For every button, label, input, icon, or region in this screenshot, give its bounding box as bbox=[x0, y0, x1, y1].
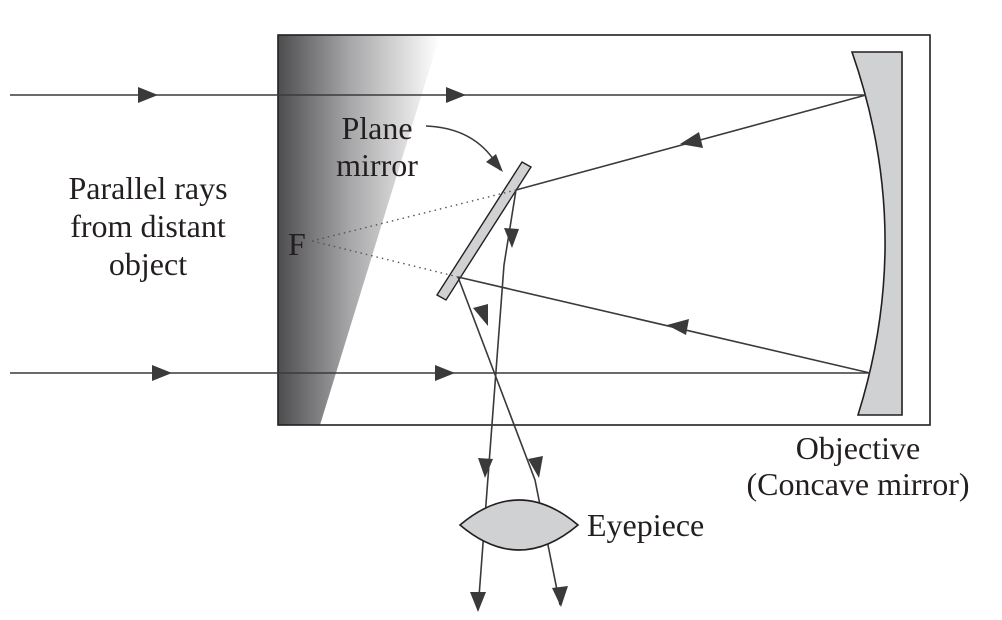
label-incoming-rays-line-2: from distant bbox=[70, 208, 226, 244]
ray-arrowheads bbox=[138, 87, 703, 612]
arrowhead-right-icon bbox=[152, 365, 172, 381]
label-objective-line-2: (Concave mirror) bbox=[746, 466, 969, 502]
label-focus-f: F bbox=[288, 226, 306, 262]
objective-concave-mirror bbox=[850, 51, 903, 416]
eyepiece-rays bbox=[457, 189, 561, 611]
pointer-arrowhead-icon bbox=[486, 154, 503, 172]
arrowhead-down-icon bbox=[470, 592, 486, 612]
tube-shading bbox=[278, 35, 440, 425]
label-objective-line-1: Objective bbox=[796, 430, 920, 466]
arrowhead-down-icon bbox=[473, 304, 488, 326]
label-incoming-rays-line-1: Parallel rays bbox=[68, 170, 227, 206]
reflected-rays bbox=[457, 94, 871, 374]
eyepiece-lens bbox=[458, 499, 580, 551]
arrowhead-right-icon bbox=[446, 87, 466, 103]
tube-outline bbox=[277, 34, 931, 426]
arrowhead-down-icon bbox=[478, 458, 493, 478]
label-plane-mirror-line-2: mirror bbox=[336, 147, 418, 183]
label-incoming-rays-line-3: object bbox=[109, 246, 187, 282]
virtual-focus-lines bbox=[311, 189, 517, 278]
arrowhead-left-icon bbox=[680, 132, 703, 148]
eyepiece-ray-left bbox=[477, 189, 517, 611]
telescope-tube bbox=[277, 34, 931, 426]
eyepiece-ray-right bbox=[457, 276, 561, 606]
diagram-labels: Parallel rays from distant object Plane … bbox=[68, 110, 969, 543]
label-eyepiece: Eyepiece bbox=[587, 507, 704, 543]
plane-mirror bbox=[436, 161, 532, 301]
label-plane-mirror-line-1: Plane bbox=[341, 110, 412, 146]
arrowhead-right-icon bbox=[435, 365, 455, 381]
arrowhead-down-icon bbox=[528, 456, 543, 478]
arrowhead-down-icon bbox=[552, 586, 568, 607]
arrowhead-down-icon bbox=[504, 228, 519, 248]
reflected-ray-bottom bbox=[457, 276, 871, 374]
arrowhead-right-icon bbox=[138, 87, 158, 103]
arrowhead-left-icon bbox=[667, 319, 689, 335]
dotted-line-top bbox=[311, 189, 517, 242]
